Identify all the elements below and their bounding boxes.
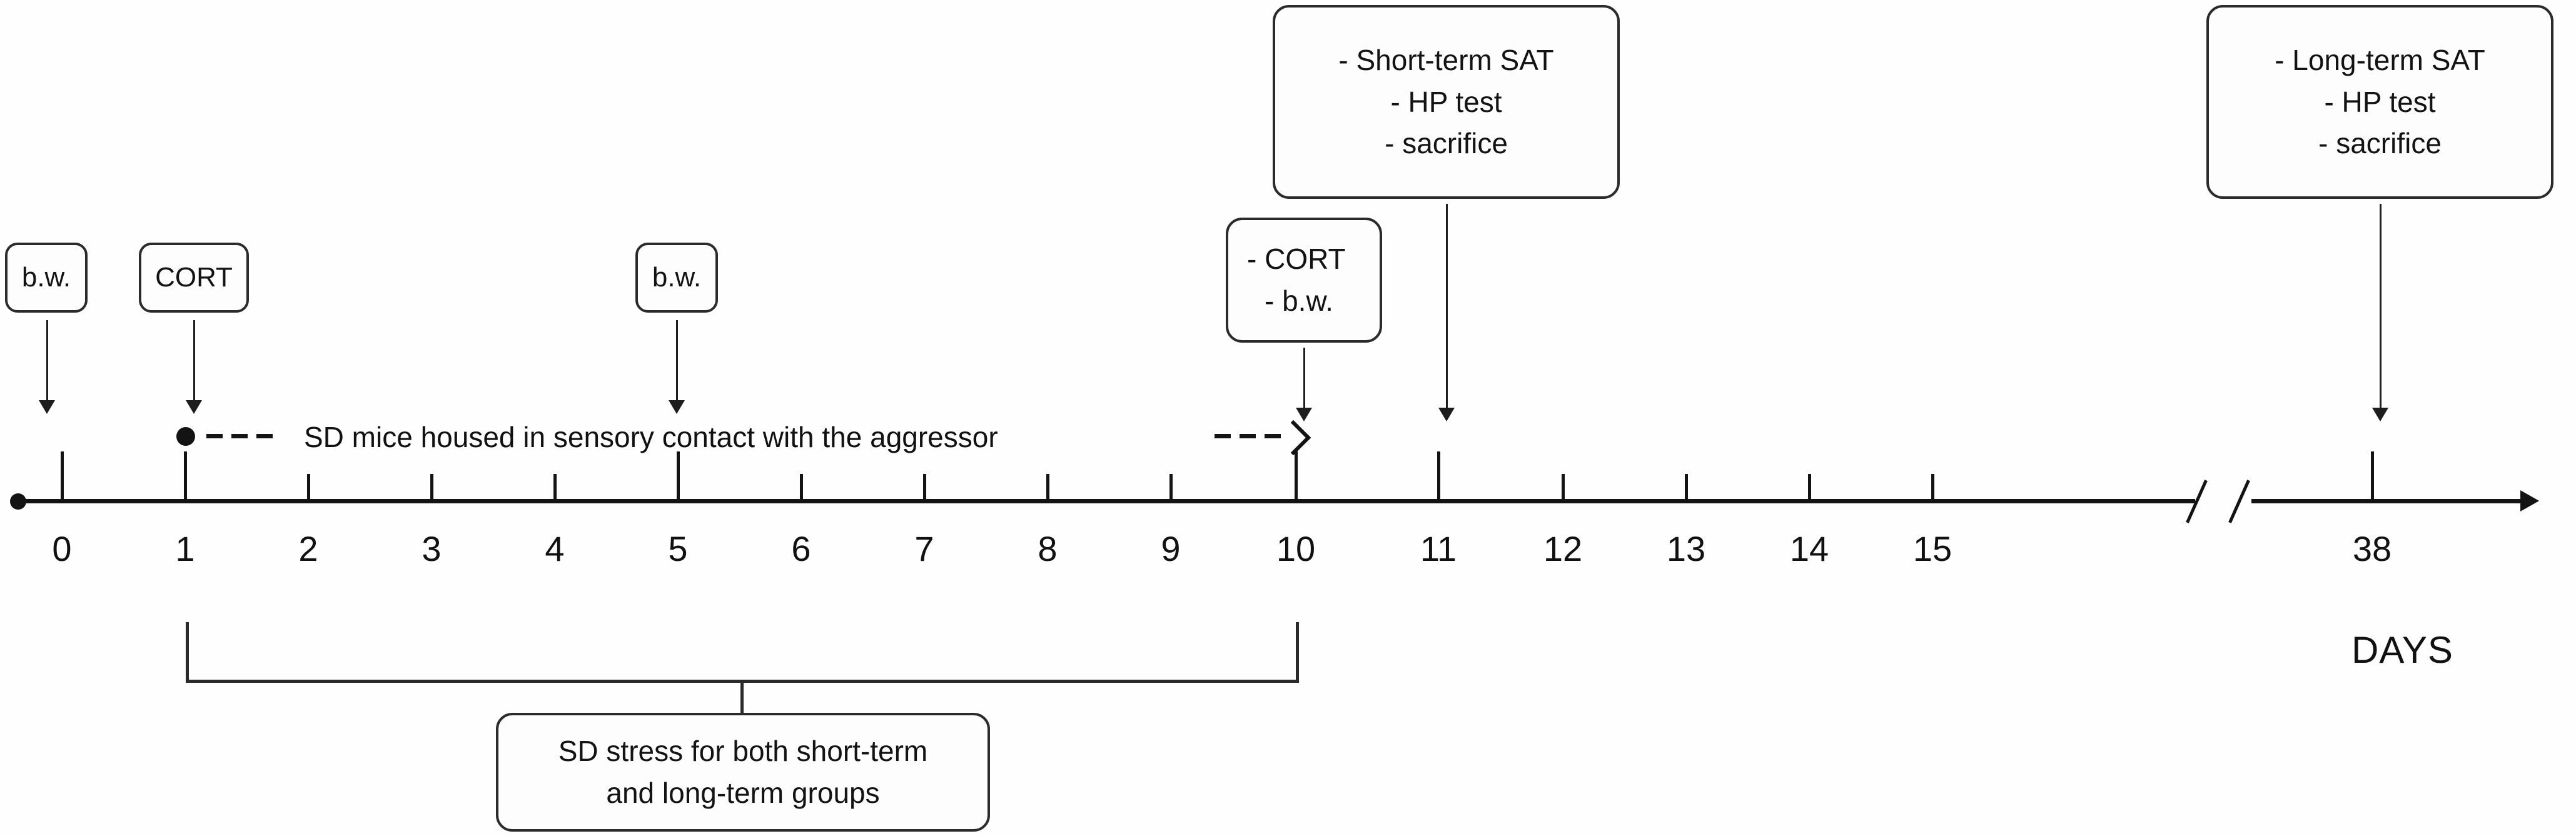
dash-segment [1265, 434, 1281, 438]
event-box-line: - HP test [2324, 85, 2436, 118]
stress-caption-line: SD stress for both short-term [558, 735, 928, 768]
axis-tick-minor [1685, 474, 1688, 501]
axis-tick-label: 5 [668, 529, 688, 568]
arrow-shaft [2379, 204, 2382, 408]
event-box-line: - sacrifice [1385, 127, 1508, 160]
axis-tick-label: 6 [791, 529, 811, 568]
axis-tick-label: 11 [1420, 529, 1457, 568]
axis-tick-label: 0 [52, 529, 72, 568]
axis-break-slash-icon [2228, 480, 2250, 523]
event-box-line: - b.w. [1265, 285, 1333, 317]
event-box-line: - HP test [1390, 85, 1502, 118]
axis-tick-major [1295, 451, 1298, 501]
event-box-line: b.w. [21, 262, 71, 293]
arrow-head-icon [186, 400, 202, 414]
event-box-line: - Long-term SAT [2275, 43, 2485, 76]
arrow-head-icon [669, 400, 685, 414]
axis-tick-label: 1 [175, 529, 195, 568]
event-box-short-term-day11: - Short-term SAT - HP test - sacrifice [1273, 5, 1620, 199]
arrow-shaft [46, 320, 48, 400]
dash-segment [256, 434, 273, 438]
stress-caption-box: SD stress for both short-term and long-t… [496, 713, 990, 832]
event-box-line: - CORT [1247, 243, 1346, 276]
dash-segment [231, 434, 248, 438]
connector-arrow-bw-day5 [669, 320, 685, 414]
arrow-shaft [675, 320, 678, 400]
bracket-center-stem [740, 680, 744, 714]
axis-tick-label: 10 [1276, 529, 1316, 568]
axis-tick-major [677, 451, 680, 501]
axis-tick-major [2371, 451, 2374, 501]
axis-tick-label: 15 [1912, 529, 1952, 568]
dashed-arrow-head-icon [1275, 420, 1311, 456]
axis-line-main [18, 499, 2195, 503]
axis-tick-minor [1562, 474, 1565, 501]
axis-tick-label: 14 [1789, 529, 1829, 568]
axis-tick-label: 13 [1666, 529, 1706, 568]
connector-arrow-long-term-day38 [2372, 204, 2388, 421]
axis-tick-minor [1046, 474, 1049, 501]
dash-segment [1215, 434, 1231, 438]
axis-tick-minor [1808, 474, 1811, 501]
connector-arrow-cort-day1 [186, 320, 202, 414]
event-box-line: - sacrifice [2318, 127, 2442, 160]
axis-tick-minor [923, 474, 926, 501]
axis-tick-minor [800, 474, 803, 501]
axis-tick-label: 8 [1038, 529, 1058, 568]
event-box-bw-day0: b.w. [5, 243, 88, 313]
event-box-cort-day1: CORT [139, 243, 249, 313]
axis-tick-minor [430, 474, 433, 501]
stress-caption-line: and long-term groups [606, 777, 880, 809]
axis-tick-label: 7 [914, 529, 934, 568]
dash-segment [206, 434, 223, 438]
bracket-right-stem [1296, 622, 1299, 682]
event-box-line: - Short-term SAT [1338, 43, 1554, 76]
event-box-cort-bw-day10: - CORT - b.w. [1226, 218, 1382, 343]
event-box-long-term-day38: - Long-term SAT - HP test - sacrifice [2206, 5, 2553, 199]
connector-arrow-cort-bw-day10 [1296, 348, 1312, 421]
axis-tick-minor [1169, 474, 1173, 501]
arrow-head-icon [1438, 408, 1455, 421]
axis-tick-major [61, 451, 64, 501]
axis-tick-label: 2 [298, 529, 318, 568]
sensory-contact-label: SD mice housed in sensory contact with t… [304, 421, 998, 453]
axis-tick-label: 12 [1543, 529, 1583, 568]
axis-tick-major [184, 451, 187, 501]
dash-segment [1240, 434, 1256, 438]
axis-tick-label: 9 [1161, 529, 1181, 568]
axis-tick-label: 38 [2352, 529, 2392, 568]
axis-tick-minor [1931, 474, 1934, 501]
axis-tick-minor [307, 474, 310, 501]
event-box-bw-day5: b.w. [635, 243, 718, 313]
axis-tick-minor [553, 474, 557, 501]
event-box-line: CORT [155, 262, 233, 293]
connector-arrow-bw-day0 [39, 320, 55, 414]
sensory-contact-start-dot-icon [176, 427, 195, 446]
arrow-head-icon [2372, 408, 2388, 421]
axis-tick-label: 4 [545, 529, 565, 568]
arrow-shaft [1303, 348, 1305, 408]
axis-tick-label: 3 [422, 529, 442, 568]
arrow-shaft [1445, 204, 1448, 408]
event-box-line: b.w. [652, 262, 702, 293]
arrow-shaft [193, 320, 195, 400]
axis-line-far [2251, 499, 2522, 503]
arrow-head-icon [39, 400, 55, 414]
axis-tick-major [1437, 451, 1440, 501]
axis-units-label: DAYS [2351, 629, 2453, 671]
connector-arrow-short-term-day11 [1438, 204, 1455, 421]
axis-arrow-head-icon [2520, 490, 2539, 511]
arrow-head-icon [1296, 408, 1312, 421]
bracket-left-stem [186, 622, 189, 682]
